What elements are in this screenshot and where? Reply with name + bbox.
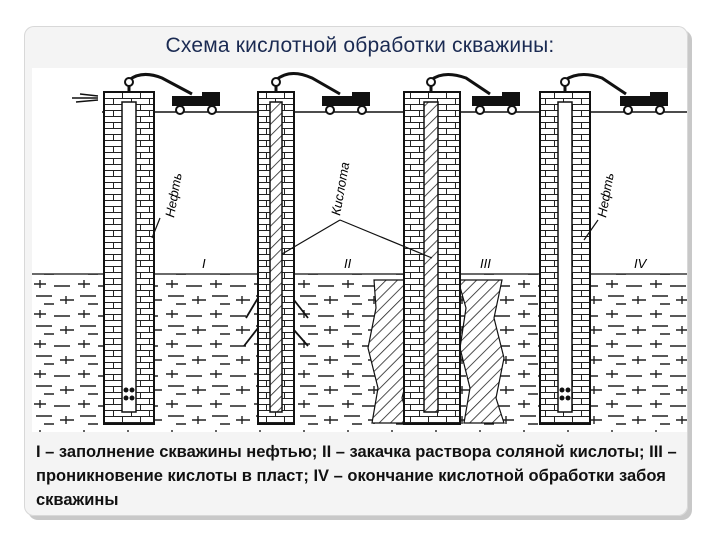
slide-title: Схема кислотной обработки скважины: [165,34,555,57]
pump-truck [620,92,668,115]
well-stage-1 [72,73,193,425]
stage-label-4: IV [634,256,648,271]
stage-label-2: II [344,256,352,271]
acid-penetration-zone [457,279,505,424]
oil-label: Нефть [594,171,617,218]
pump-truck [472,92,520,115]
pump-truck [172,92,220,115]
pump-truck [322,92,370,115]
acid-treatment-diagram: I II III IV Нефть Кислота Нефть [32,68,687,432]
stage-label-3: III [480,256,491,271]
well-stage-4 [539,73,627,425]
slide-caption: I – заполнение скважины нефтью; II – зак… [36,443,677,509]
stage-label-1: I [202,256,206,271]
oil-label: Нефть [162,171,185,218]
well-stage-2 [243,72,341,425]
acid-label: Кислота [328,161,352,217]
